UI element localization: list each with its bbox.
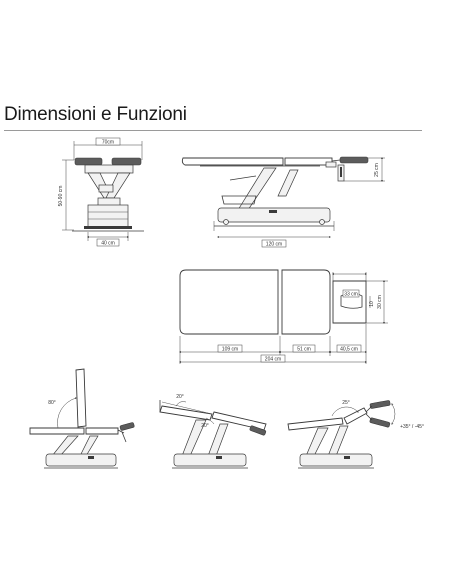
top-total-label: 204 cm — [265, 357, 281, 363]
top-head-section — [332, 280, 367, 324]
front-left-pad — [74, 157, 103, 166]
function-tilt: 20° 20° — [159, 394, 267, 469]
seat-pad — [29, 427, 85, 435]
top-seg1-label: 109 cm — [222, 347, 238, 353]
head-right-angle-label: +35° / -45° — [400, 424, 424, 430]
head-body-pad — [287, 417, 344, 431]
side-head-height-label: 25 cm — [374, 163, 380, 177]
top-seg3-label: 40,5 cm — [340, 347, 358, 353]
side-base-label: 120 cm — [266, 242, 282, 248]
top-seg2-label: 51 cm — [297, 347, 311, 353]
head-middle-pad — [343, 407, 368, 425]
tilt-leg-angle-label: 20° — [201, 423, 209, 429]
page-title: Dimensioni e Funzioni — [4, 104, 187, 125]
side-head-pad — [339, 156, 369, 164]
function-backrest: 80° — [29, 368, 135, 469]
top-middle-section — [281, 269, 331, 335]
front-base-label: 40 cm — [101, 241, 115, 247]
tilt-base — [173, 453, 247, 467]
head-rest-pad-up — [369, 400, 391, 409]
top-head-length-label: 30 cm — [377, 295, 383, 309]
side-body-pad — [181, 157, 284, 166]
head-top-angle-label: 25° — [342, 400, 350, 406]
side-view: 25 cm 120 cm — [181, 156, 385, 248]
function-head: 25° +35° / -45° — [287, 400, 424, 469]
head-rest-pad-down — [369, 417, 391, 428]
tilt-body-pad — [159, 405, 213, 421]
front-height-label: 50-90 cm — [58, 186, 64, 207]
top-body-section — [179, 269, 279, 335]
top-face-hole-label: 10 — [369, 301, 375, 307]
front-right-pad — [111, 157, 142, 166]
backrest-angle-label: 80° — [48, 400, 56, 406]
tilt-trend-angle-label: 20° — [176, 394, 184, 400]
front-width-label: 70cm — [102, 140, 114, 146]
top-view: 33 cm 10 30 cm 109 cm 51 cm 40,5 cm 204 … — [179, 269, 388, 364]
front-base-housing — [87, 204, 129, 228]
side-base — [217, 207, 331, 223]
side-leg-pad — [284, 157, 333, 166]
backrest-pad — [75, 368, 87, 428]
front-view: 70cm 50-90 cm 40 cm — [58, 137, 144, 247]
title-divider — [4, 130, 422, 131]
head-base — [299, 453, 373, 467]
top-head-width-label: 33 cm — [344, 292, 358, 298]
backrest-base — [45, 453, 117, 467]
